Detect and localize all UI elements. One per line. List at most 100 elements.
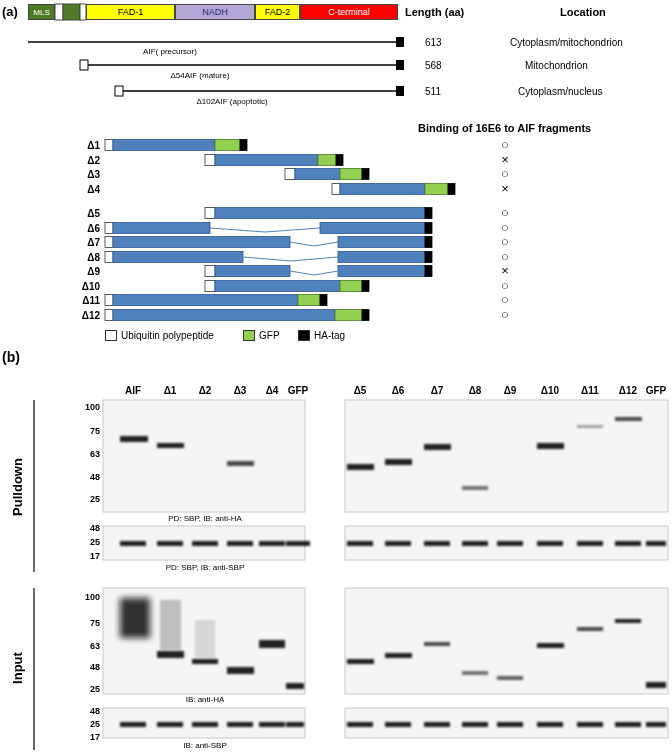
isoform-line [123, 90, 396, 92]
blot-panel [345, 526, 668, 560]
isoform-line [88, 64, 396, 66]
protein-band [615, 722, 641, 727]
location-text: Mitochondrion [525, 60, 588, 71]
protein-band [497, 541, 523, 546]
protein-band [615, 541, 641, 546]
binding-symbol: ○ [501, 138, 509, 152]
construct-diagram [28, 4, 455, 321]
aif-segment [338, 266, 425, 277]
protein-band [192, 722, 218, 727]
gfp-block [335, 310, 362, 321]
column-header: Length (aa) [405, 6, 464, 18]
protein-band [462, 541, 488, 546]
mw-marker: 48 [90, 524, 100, 534]
length-value: 511 [425, 86, 441, 97]
protein-band [615, 417, 642, 421]
domain-box: MLS [28, 4, 55, 20]
panel-letter: (b) [2, 350, 20, 365]
aif-segment [295, 169, 340, 180]
blot-panel [345, 708, 668, 738]
gfp-block [340, 169, 362, 180]
lane-label: Δ5 [354, 385, 367, 396]
mw-marker: 17 [90, 733, 100, 743]
ubiquitin-block [205, 208, 215, 219]
aif-segment [113, 140, 215, 151]
protein-band [577, 541, 603, 546]
length-value: 613 [425, 37, 442, 48]
ubiquitin-block [205, 266, 215, 277]
lane-label: Δ10 [541, 385, 559, 396]
protein-band [120, 417, 666, 727]
construct-label: Δ11 [82, 295, 100, 306]
ha-tag-block [425, 252, 432, 263]
aif-segment [215, 155, 318, 166]
protein-band [537, 722, 563, 727]
gfp-block [425, 184, 448, 195]
protein-band [347, 659, 374, 664]
blot-panel [103, 526, 305, 560]
construct-label: Δ2 [87, 155, 100, 166]
deletion-line [210, 228, 320, 232]
ha-tag-block [425, 208, 432, 219]
domain-box: NADH [175, 4, 255, 20]
mw-marker: 48 [90, 707, 100, 717]
protein-band [385, 541, 411, 546]
group-bracket [34, 400, 35, 750]
protein-band [385, 722, 411, 727]
aif-segment [338, 252, 425, 263]
protein-band [157, 443, 184, 448]
legend-swatch [243, 330, 255, 341]
ubiquitin-block [115, 86, 123, 96]
gfp-block [318, 155, 336, 166]
isoform-name: Δ54AIF (mature) [170, 72, 229, 81]
protein-band [192, 659, 218, 664]
domain-block [63, 4, 80, 20]
ubiquitin-block [105, 140, 113, 151]
ubiquitin-block [105, 295, 113, 306]
binding-symbol: ○ [501, 221, 509, 235]
mw-marker: 75 [90, 619, 100, 629]
isoform-name: Δ102AIF (apoptotic) [196, 98, 267, 107]
group-label: Input [11, 652, 25, 684]
mw-marker: 75 [90, 427, 100, 437]
binding-symbol: ○ [501, 293, 509, 307]
protein-band [157, 722, 183, 727]
protein-band [462, 671, 488, 675]
construct-label: Δ1 [87, 140, 100, 151]
protein-band [227, 667, 254, 674]
protein-band [497, 676, 523, 680]
gfp-block [215, 140, 240, 151]
blot-panel [345, 400, 668, 512]
group-bracket [33, 400, 34, 572]
mw-marker: 25 [90, 685, 100, 695]
ha-tag-block [240, 140, 247, 151]
protein-band [195, 620, 215, 658]
protein-band [259, 640, 285, 648]
domain-box: FAD-1 [86, 4, 175, 20]
blot-panel [103, 708, 305, 738]
construct-label: Δ3 [87, 169, 100, 180]
protein-band [577, 722, 603, 727]
ha-tag-block [396, 86, 404, 96]
location-text: Cytoplasm/mitochondrion [510, 37, 623, 48]
ubiquitin-block [205, 155, 215, 166]
binding-symbol: × [501, 153, 509, 167]
lane-label: Δ8 [469, 385, 482, 396]
ubiquitin-block [105, 252, 113, 263]
ha-tag-block [362, 281, 369, 292]
protein-band [462, 722, 488, 727]
protein-band [347, 464, 374, 470]
domain-name: C-terminal [328, 7, 370, 17]
construct-label: Δ12 [82, 310, 100, 321]
column-header: Binding of 16E6 to AIF fragments [418, 122, 591, 134]
ha-tag-block [425, 266, 432, 277]
lane-label: Δ11 [581, 385, 599, 396]
binding-symbol: ○ [501, 250, 509, 264]
domain-name: NADH [202, 7, 228, 17]
legend-text: Ubiquitin polypeptide [121, 330, 214, 341]
protein-band [286, 722, 304, 727]
gfp-block [298, 295, 320, 306]
legend-text: HA-tag [314, 330, 345, 341]
protein-band [286, 541, 310, 546]
protein-band [537, 443, 564, 449]
